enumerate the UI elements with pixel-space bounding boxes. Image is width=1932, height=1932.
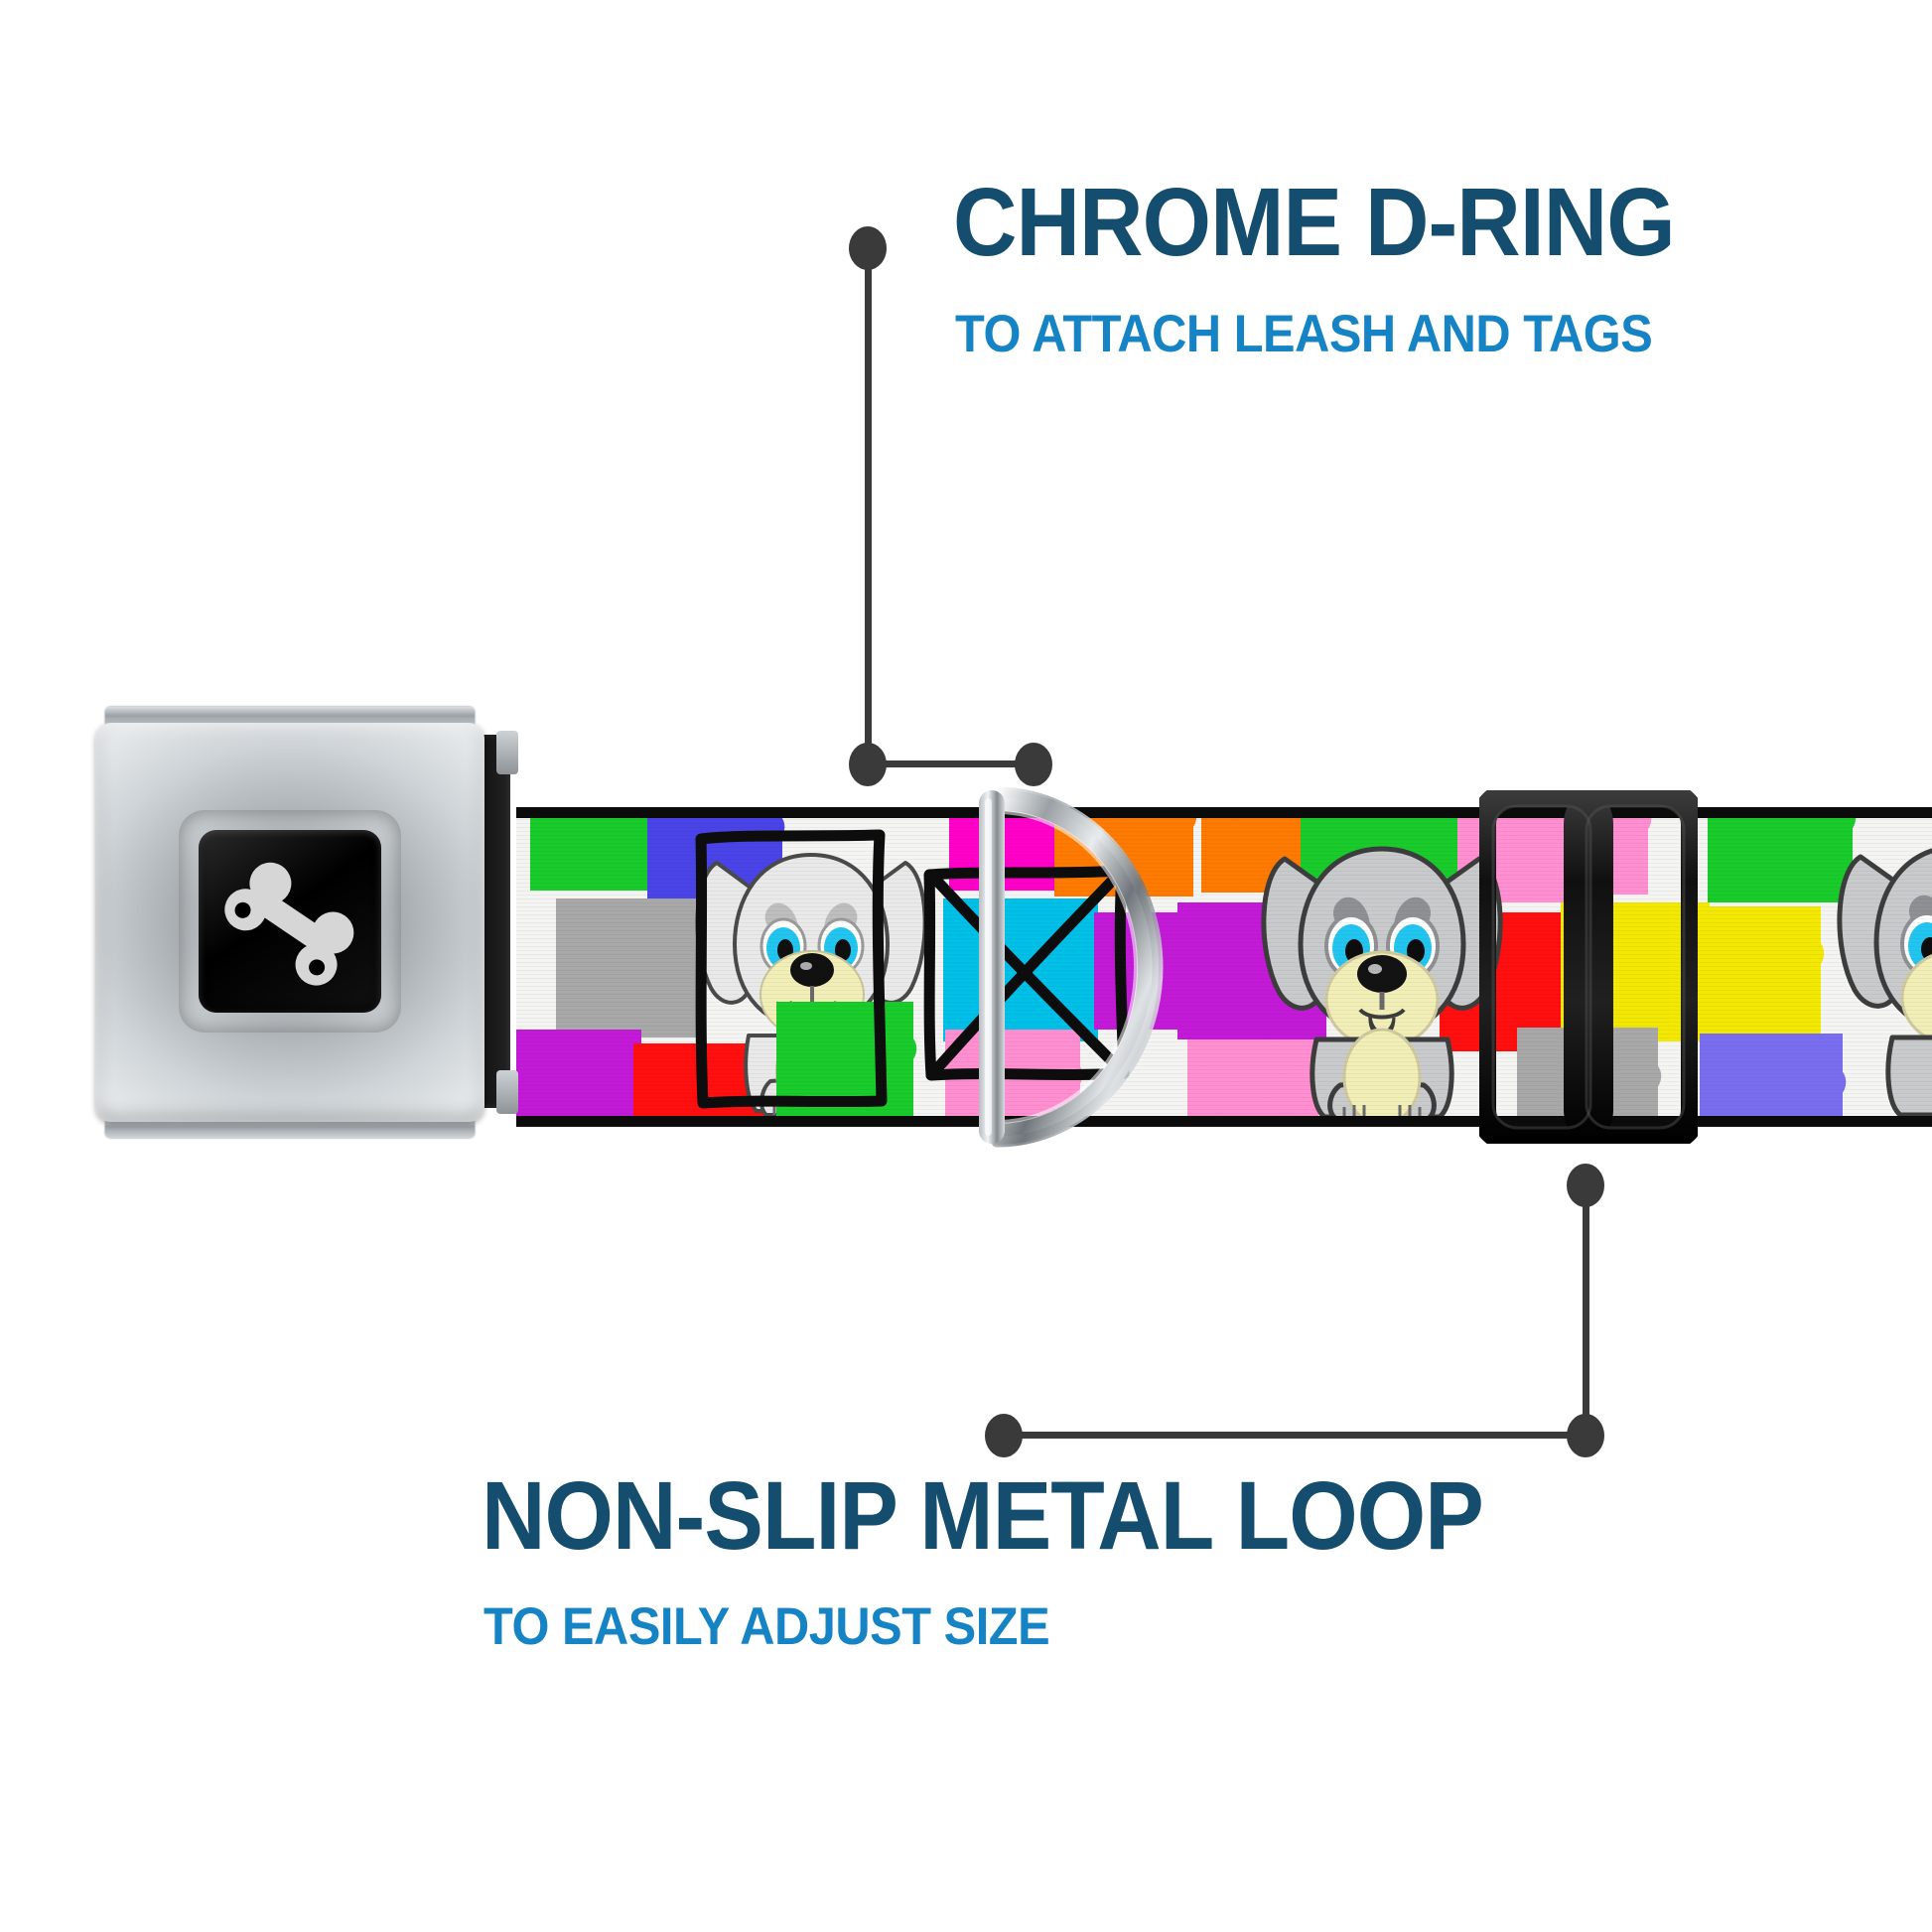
leader-dot-loop-end	[985, 1414, 1023, 1457]
buckle-clip-tab-bottom	[496, 1070, 518, 1114]
hand-drawn-frame	[685, 817, 903, 1115]
paw-print	[1705, 807, 1862, 902]
buckle-lip-bottom	[105, 1118, 475, 1138]
paw-print	[773, 1002, 922, 1127]
leader-line-horizontal-loop	[1003, 1432, 1587, 1439]
collar-strap	[516, 807, 1932, 1127]
leader-dot-dring-target	[1015, 743, 1052, 786]
paw-print	[1184, 1039, 1327, 1127]
paw-print	[1681, 906, 1830, 1034]
leader-line-vertical-loop	[1583, 1183, 1589, 1437]
non-slip-metal-loop[interactable]	[1479, 790, 1698, 1144]
leader-line-horizontal-dring	[865, 760, 1035, 767]
chrome-d-ring[interactable]	[953, 778, 1181, 1156]
leader-dot-dring-top	[849, 226, 887, 270]
callout-subtitle-chrome-d-ring: TO ATTACH LEASH AND TAGS	[955, 305, 1653, 363]
buckle-logo-window	[199, 830, 381, 1013]
paw-print	[527, 807, 665, 891]
strap-edge-top	[516, 807, 1932, 818]
paw-print	[1697, 1034, 1852, 1127]
callout-title-metal-loop: NON-SLIP METAL LOOP	[482, 1461, 1484, 1570]
strap-edge-bottom	[516, 1116, 1932, 1127]
seatbelt-buckle[interactable]	[95, 707, 518, 1138]
leader-dot-loop-corner	[1567, 1414, 1604, 1457]
buckle-clip-tab-top	[496, 731, 518, 774]
buckle-body	[95, 723, 484, 1122]
leader-dot-dring-corner	[849, 743, 887, 786]
paw-print	[553, 898, 715, 1037]
leader-dot-loop-target	[1567, 1164, 1604, 1207]
callout-title-chrome-d-ring: CHROME D-RING	[953, 168, 1676, 276]
dog-bone-icon	[216, 852, 365, 993]
cartoon-dog-illustration	[1249, 815, 1515, 1123]
cartoon-dog-illustration-cropped	[1825, 813, 1932, 1121]
dog-collar-product	[0, 707, 1932, 1191]
callout-subtitle-metal-loop: TO EASILY ADJUST SIZE	[483, 1597, 1050, 1656]
buckle-lip-top	[105, 707, 475, 727]
paw-print	[516, 1030, 650, 1127]
leader-line-vertical-dring	[865, 248, 872, 764]
